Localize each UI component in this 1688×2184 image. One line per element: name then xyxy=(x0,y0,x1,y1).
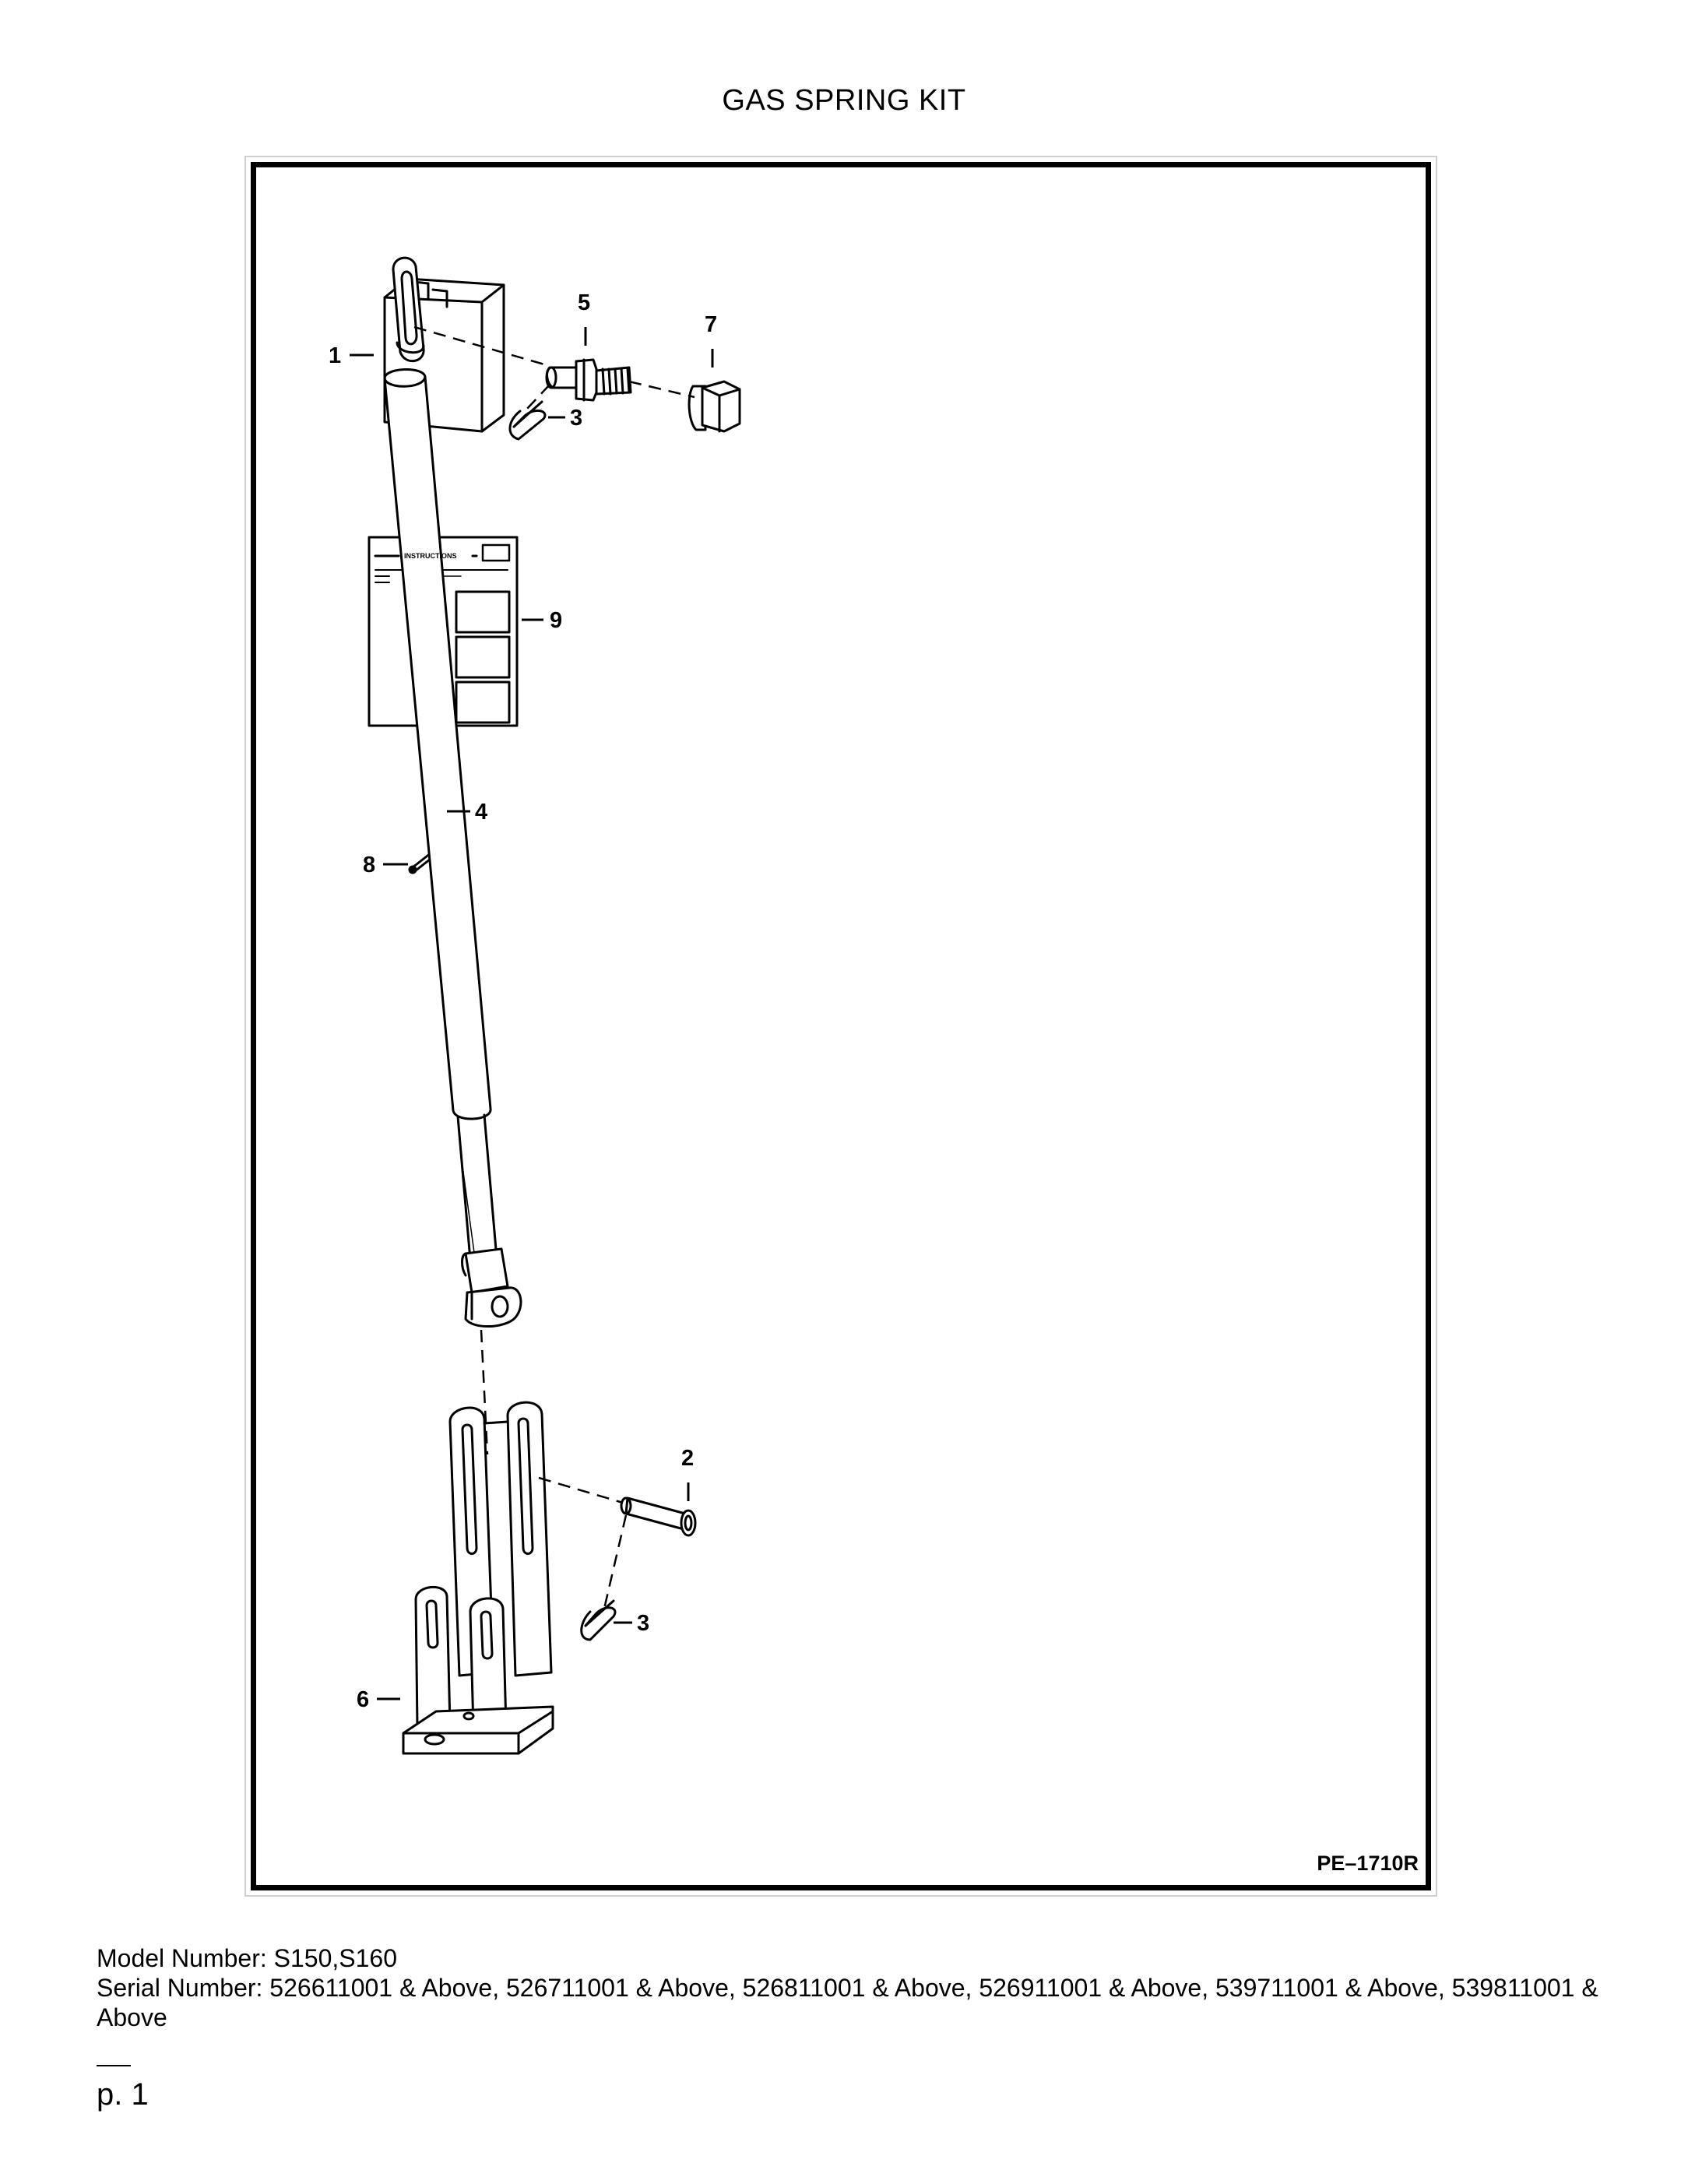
page-title: GAS SPRING KIT xyxy=(722,84,966,117)
callout-3-top: 3 xyxy=(570,406,582,431)
callout-4: 4 xyxy=(475,800,487,825)
model-number-line: Model Number: S150,S160 xyxy=(97,1943,1599,1973)
serial-number-value: 526611001 & Above, 526711001 & Above, 52… xyxy=(97,1974,1598,2031)
page-number: p. 1 xyxy=(97,2077,149,2112)
callout-2: 2 xyxy=(681,1446,694,1471)
clevis-pin-part xyxy=(620,1496,697,1537)
model-number-value: S150,S160 xyxy=(273,1944,397,1972)
page-number-rule xyxy=(97,2065,131,2066)
mounting-bracket-part xyxy=(402,1401,554,1755)
assembly-line-pin-to-nut xyxy=(628,380,695,399)
diagram-frame xyxy=(251,162,1431,1890)
threaded-pin-part xyxy=(545,358,632,402)
diagram-frame-outer xyxy=(244,156,1437,1897)
callout-9: 9 xyxy=(550,608,562,633)
callout-8: 8 xyxy=(363,853,375,877)
callout-5: 5 xyxy=(578,290,590,315)
model-number-label: Model Number: xyxy=(97,1944,267,1972)
assembly-line-pin-to-hairpin-bottom xyxy=(603,1514,628,1609)
assembly-line-spring-to-bracket xyxy=(480,1329,489,1455)
serial-number-line: Serial Number: 526611001 & Above, 526711… xyxy=(97,1973,1599,2032)
callout-6: 6 xyxy=(357,1687,369,1712)
gas-spring-part xyxy=(383,256,522,1328)
exploded-parts-diagram: INSTRUCTIONS 1 9 8 4 5 7 3 2 3 6 PE–1710… xyxy=(251,162,1431,1890)
assembly-line-eye-to-pin xyxy=(413,325,550,368)
assembly-line-bracket-to-pin xyxy=(538,1476,624,1504)
callout-7: 7 xyxy=(705,312,717,337)
flange-nut-part xyxy=(688,380,741,433)
callout-3-bottom: 3 xyxy=(637,1611,649,1636)
serial-number-label: Serial Number: xyxy=(97,1974,263,2002)
drawing-reference-code: PE–1710R xyxy=(1317,1852,1419,1875)
callout-1: 1 xyxy=(329,343,341,368)
assembly-line-pin-to-hairpin xyxy=(526,384,550,410)
hair-pin-top-part xyxy=(508,400,547,441)
model-serial-info: Model Number: S150,S160 Serial Number: 5… xyxy=(97,1943,1599,2032)
hair-pin-bottom-part xyxy=(580,1599,617,1641)
instruction-sheet-heading: INSTRUCTIONS xyxy=(404,552,457,560)
